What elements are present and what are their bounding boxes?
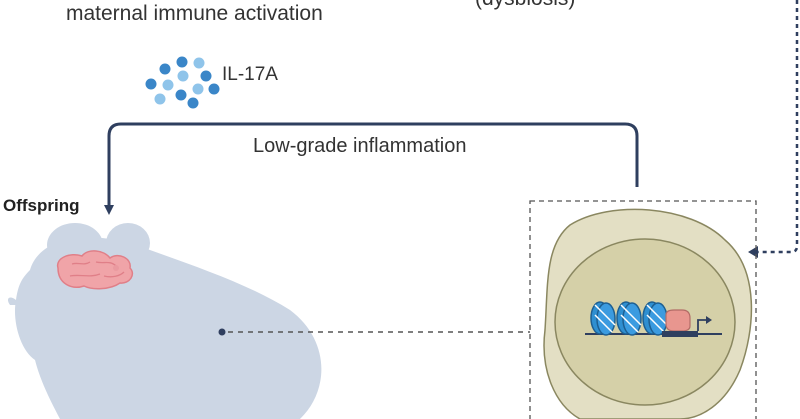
dysbiosis-dashed-arrow [758,0,799,254]
maternal-immune-activation-label: maternal immune activation [66,2,323,25]
chromatin-group [585,301,722,337]
transcription-factor-icon [665,309,691,332]
nucleosome-icon [590,301,616,336]
nucleosome-icon [616,301,642,336]
inflammation-arrow [104,122,639,215]
brain-icon [56,250,134,290]
cytokine-dots-icon [145,56,220,109]
transcription-start-arrow-icon [697,319,708,331]
offspring-label: Offspring [3,196,80,215]
nucleosome-icon [642,301,668,336]
mouse-silhouette-icon [7,223,322,419]
low-grade-inflammation-label: Low-grade inflammation [253,135,467,157]
mouse-eye-dot [218,328,226,336]
il17a-label: IL-17A [222,64,278,85]
promoter-box [662,331,698,337]
cell-zoom-box [529,200,757,419]
dysbiosis-label: (dysbiosis) [475,0,575,11]
